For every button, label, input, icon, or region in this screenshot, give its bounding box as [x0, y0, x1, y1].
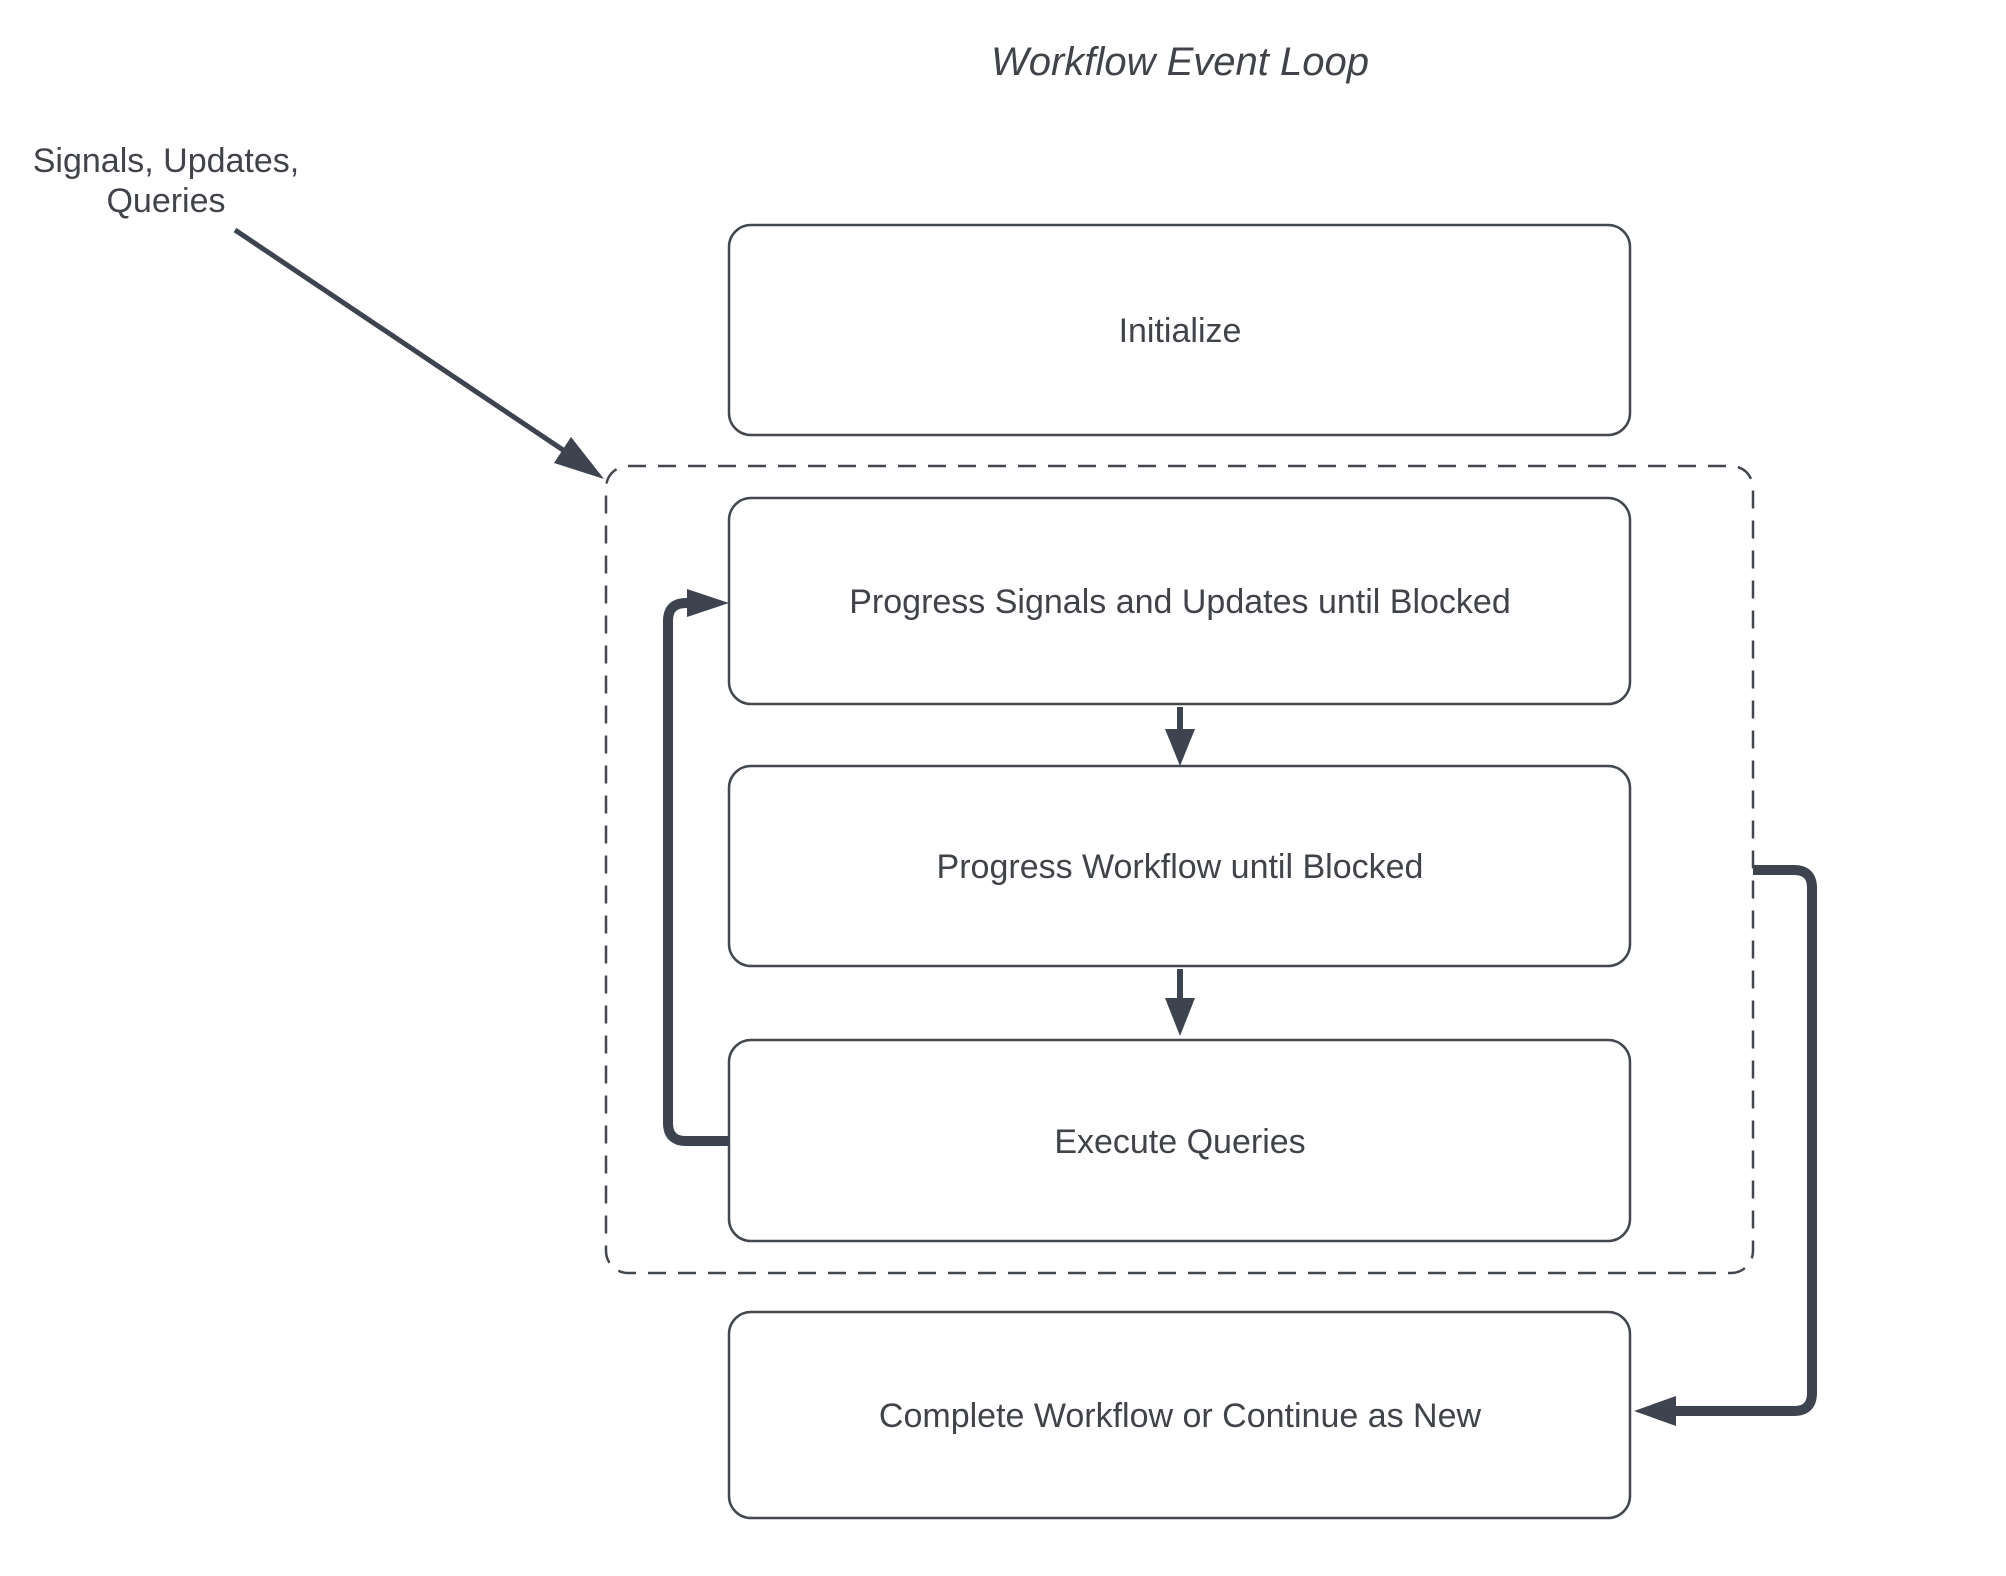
external-input-label: Signals, Updates, Queries [33, 142, 300, 220]
arrow-queries-loopback [663, 589, 729, 1146]
node-execute-queries: Execute Queries [727, 1038, 1632, 1243]
external-input-arrowhead-icon [554, 437, 604, 479]
arrow-workflow-to-queries-head-icon [1165, 998, 1195, 1036]
node-initialize: Initialize [727, 223, 1632, 437]
node-complete-workflow-label: Complete Workflow or Continue as New [879, 1397, 1482, 1435]
arrow-loop-to-complete-head-icon [1634, 1396, 1676, 1426]
external-input-label-line2: Queries [106, 182, 225, 220]
node-execute-queries-label: Execute Queries [1054, 1123, 1305, 1161]
node-progress-workflow-box [727, 764, 1632, 968]
node-progress-workflow-label: Progress Workflow until Blocked [937, 848, 1424, 886]
node-progress-workflow: Progress Workflow until Blocked [727, 764, 1632, 968]
node-progress-signals-label: Progress Signals and Updates until Block… [849, 583, 1511, 621]
arrow-queries-loopback-line [663, 598, 729, 1146]
arrow-signals-to-workflow-head-icon [1165, 729, 1195, 766]
arrow-queries-loopback-head-icon [687, 589, 729, 617]
node-complete-workflow: Complete Workflow or Continue as New [727, 1310, 1632, 1520]
external-input-arrow-line [233, 227, 568, 455]
node-initialize-label: Initialize [1119, 312, 1242, 350]
external-input-arrow [233, 227, 604, 479]
arrow-loop-to-complete-line [1676, 865, 1817, 1416]
external-input-label-line1: Signals, Updates, [33, 142, 300, 180]
event-loop-dashed-container [604, 464, 1755, 1275]
node-progress-signals-box [727, 496, 1632, 706]
arrow-signals-to-workflow [1165, 707, 1195, 766]
arrow-workflow-to-queries [1165, 969, 1195, 1036]
arrow-loop-to-complete [1634, 865, 1817, 1426]
node-initialize-box [727, 223, 1632, 437]
node-progress-signals: Progress Signals and Updates until Block… [727, 496, 1632, 706]
node-complete-workflow-box [727, 1310, 1632, 1520]
diagram-title: Workflow Event Loop [991, 40, 1369, 84]
